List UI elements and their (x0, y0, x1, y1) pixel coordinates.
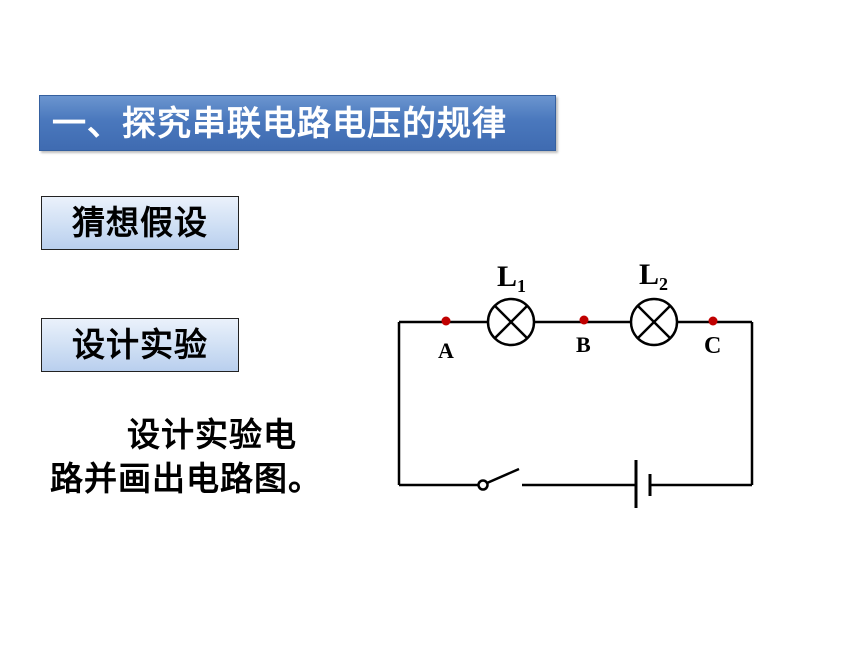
point-a-dot (441, 316, 451, 326)
switch-icon (477, 467, 520, 491)
battery-icon (634, 460, 652, 508)
hypothesis-box: 猜想假设 (41, 196, 239, 250)
title-banner: 一、探究串联电路电压的规律 (39, 95, 556, 151)
lamp-l1-label: L1 (497, 260, 526, 296)
lamp-l2-icon (629, 297, 679, 347)
lamp-l1-icon (486, 297, 536, 347)
lamp-l2-label: L2 (639, 258, 668, 294)
point-b-label: B (576, 332, 591, 357)
instruction-line-1: 设计实验电 (127, 415, 297, 454)
design-experiment-box: 设计实验 (41, 318, 239, 372)
point-b-dot (579, 315, 589, 325)
point-c-label: C (704, 333, 721, 359)
instruction-line-2: 路并画出电路图。 (50, 459, 322, 498)
point-c-dot (708, 316, 718, 326)
point-a-label: A (438, 338, 454, 363)
